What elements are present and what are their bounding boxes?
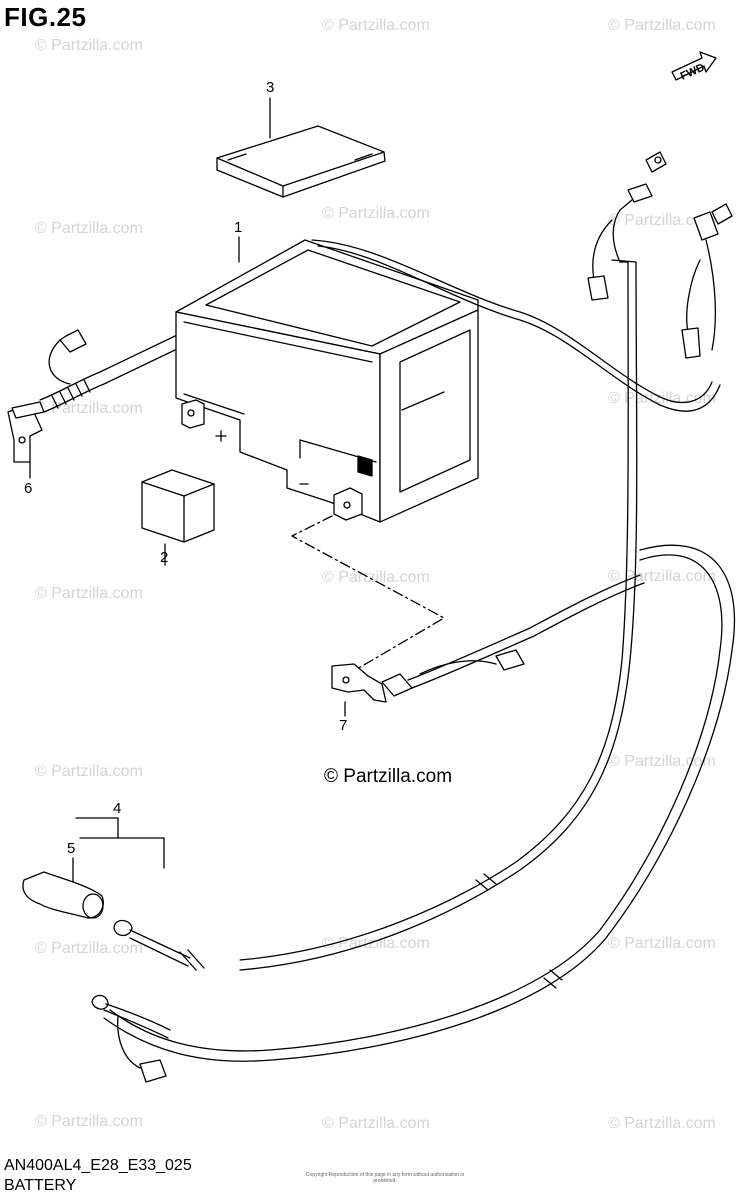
callout-electrolyte: 2	[160, 549, 169, 566]
watermark: © Partzilla.com	[322, 1115, 430, 1132]
callout-cover-sheet: 3	[266, 79, 275, 96]
bracket-left	[7, 329, 176, 479]
copyright-notice: Copyright Reproduction of this page in a…	[305, 1172, 465, 1184]
figure-title: FIG.25	[4, 2, 87, 32]
fwd-label: FWD	[679, 62, 707, 83]
battery-body	[175, 236, 721, 523]
watermark: © Partzilla.com	[35, 763, 143, 780]
watermark: © Partzilla.com	[35, 1113, 143, 1130]
figure-name: BATTERY	[4, 1177, 77, 1194]
callout-bracket-lower: 7	[339, 717, 348, 734]
watermark: © Partzilla.com	[608, 935, 716, 952]
callout-negative-cable: 4	[113, 800, 122, 817]
watermark: © Partzilla.com	[35, 940, 143, 957]
callout-terminal-cap: 5	[67, 840, 76, 857]
bracket-lower	[331, 574, 645, 717]
watermark: © Partzilla.com	[322, 205, 430, 222]
main-harness	[103, 151, 736, 1062]
figure-code: AN400AL4_E28_E33_025	[4, 1157, 192, 1174]
fwd-arrow-icon: FWD	[671, 51, 717, 83]
battery-cover-sheet	[216, 97, 386, 198]
negative-cable	[22, 817, 205, 1083]
watermark: © Partzilla.com	[322, 17, 430, 34]
credit-text: © Partzilla.com	[324, 766, 453, 787]
watermark: © Partzilla.com	[35, 585, 143, 602]
watermark: © Partzilla.com	[35, 220, 143, 237]
callout-bracket-left: 6	[24, 480, 33, 497]
watermark: © Partzilla.com	[608, 212, 716, 229]
watermark: © Partzilla.com	[35, 37, 143, 54]
watermark: © Partzilla.com	[608, 1115, 716, 1132]
electrolyte-block	[141, 469, 215, 566]
callout-battery: 1	[234, 219, 243, 236]
watermark: © Partzilla.com	[322, 569, 430, 586]
watermark: © Partzilla.com	[608, 17, 716, 34]
watermark: © Partzilla.com	[608, 753, 716, 770]
